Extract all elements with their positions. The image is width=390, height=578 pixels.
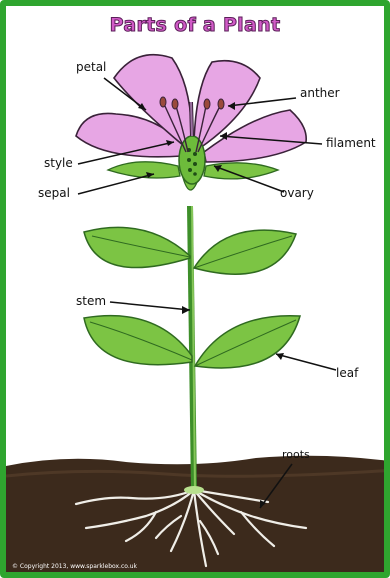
label-roots: roots — [282, 448, 310, 461]
ovary-drawing — [179, 136, 205, 184]
page-title: Parts of a Plant — [6, 14, 384, 36]
leaf-upper-right — [194, 230, 296, 274]
leaf-upper-left — [84, 227, 190, 267]
label-petal: petal — [76, 60, 106, 74]
label-leaf: leaf — [336, 366, 358, 380]
label-filament: filament — [326, 136, 376, 150]
label-ovary: ovary — [280, 186, 314, 200]
label-anther: anther — [300, 86, 340, 100]
label-sepal: sepal — [38, 186, 70, 200]
leaf-lower-left — [84, 316, 192, 365]
copyright-text: © Copyright 2013, www.sparklebox.co.uk — [12, 563, 137, 570]
label-style: style — [44, 156, 73, 170]
label-stem: stem — [76, 294, 106, 308]
leaf-lower-right — [195, 316, 300, 368]
